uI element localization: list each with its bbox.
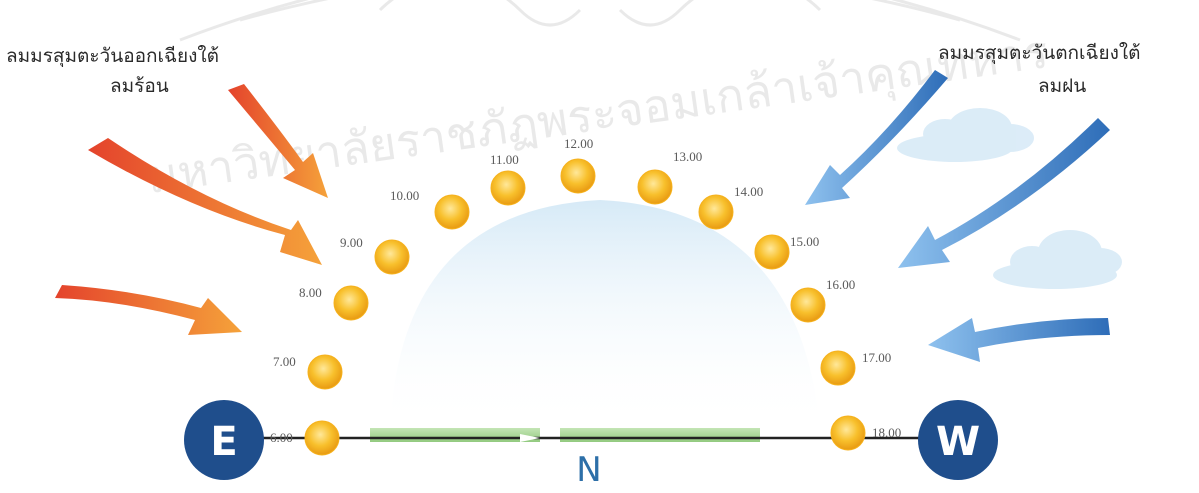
watermark-text: มหาวิทยาลัยราชภัฏพระจอมเกล้าเจ้าคุณทหาร bbox=[144, 24, 1052, 206]
sun-icon bbox=[307, 354, 343, 390]
hot-wind-arrow-icon bbox=[88, 138, 322, 265]
ground-strip bbox=[370, 428, 540, 442]
ground-strip-right bbox=[560, 428, 760, 442]
cloud-icon bbox=[993, 230, 1122, 289]
rain-wind-arrow-icon bbox=[898, 118, 1110, 268]
north-label: N bbox=[576, 450, 601, 489]
rain-wind-subtitle: ลมฝน bbox=[1038, 75, 1087, 97]
sun-icon bbox=[374, 239, 410, 275]
time-label: 16.00 bbox=[826, 277, 855, 292]
sun-icon bbox=[698, 194, 734, 230]
sun-icon bbox=[490, 170, 526, 206]
hot-wind-arrow-icon bbox=[228, 84, 328, 198]
sky-dome bbox=[390, 200, 820, 430]
time-label: 8.00 bbox=[299, 285, 322, 300]
time-label: 9.00 bbox=[340, 235, 363, 250]
time-label: 6.00 bbox=[270, 430, 293, 445]
north-pointer-icon bbox=[520, 434, 540, 442]
watermark-seal bbox=[179, 0, 1021, 42]
time-label: 15.00 bbox=[790, 234, 819, 249]
west-label: W bbox=[936, 419, 980, 465]
east-label: E bbox=[210, 419, 237, 465]
west-badge: W bbox=[918, 400, 998, 480]
sun-icon bbox=[304, 420, 340, 456]
sun-icon bbox=[790, 287, 826, 323]
sun-icon bbox=[754, 234, 790, 270]
sun-icon bbox=[820, 350, 856, 386]
east-badge: E bbox=[184, 400, 264, 480]
sun-icon bbox=[333, 285, 369, 321]
time-label: 7.00 bbox=[273, 354, 296, 369]
time-label: 17.00 bbox=[862, 350, 891, 365]
cloud-icon bbox=[897, 108, 1034, 162]
time-label: 11.00 bbox=[490, 152, 519, 167]
time-label: 12.00 bbox=[564, 136, 593, 151]
hot-wind-subtitle: ลมร้อน bbox=[110, 75, 169, 97]
hot-wind-arrows bbox=[55, 84, 328, 335]
time-label: 10.00 bbox=[390, 188, 419, 203]
rain-wind-title: ลมมรสุมตะวันตกเฉียงใต้ bbox=[938, 42, 1141, 64]
rain-wind-arrow-icon bbox=[928, 318, 1110, 362]
sun-positions: 6.00 7.00 8.00 9.00 10.00 11.00 12.00 13.00 14.0… bbox=[270, 136, 901, 456]
time-label: 13.00 bbox=[673, 149, 702, 164]
rain-wind-arrows bbox=[805, 70, 1110, 362]
hot-wind-title: ลมมรสุมตะวันออกเฉียงใต้ bbox=[6, 45, 220, 67]
hot-wind-arrow-icon bbox=[55, 285, 242, 335]
sun-icon bbox=[560, 158, 596, 194]
sun-icon bbox=[830, 415, 866, 451]
time-label: 14.00 bbox=[734, 184, 763, 199]
rain-wind-arrow-icon bbox=[805, 70, 948, 205]
sun-icon bbox=[434, 194, 470, 230]
sun-icon bbox=[637, 169, 673, 205]
time-label: 18.00 bbox=[872, 425, 901, 440]
